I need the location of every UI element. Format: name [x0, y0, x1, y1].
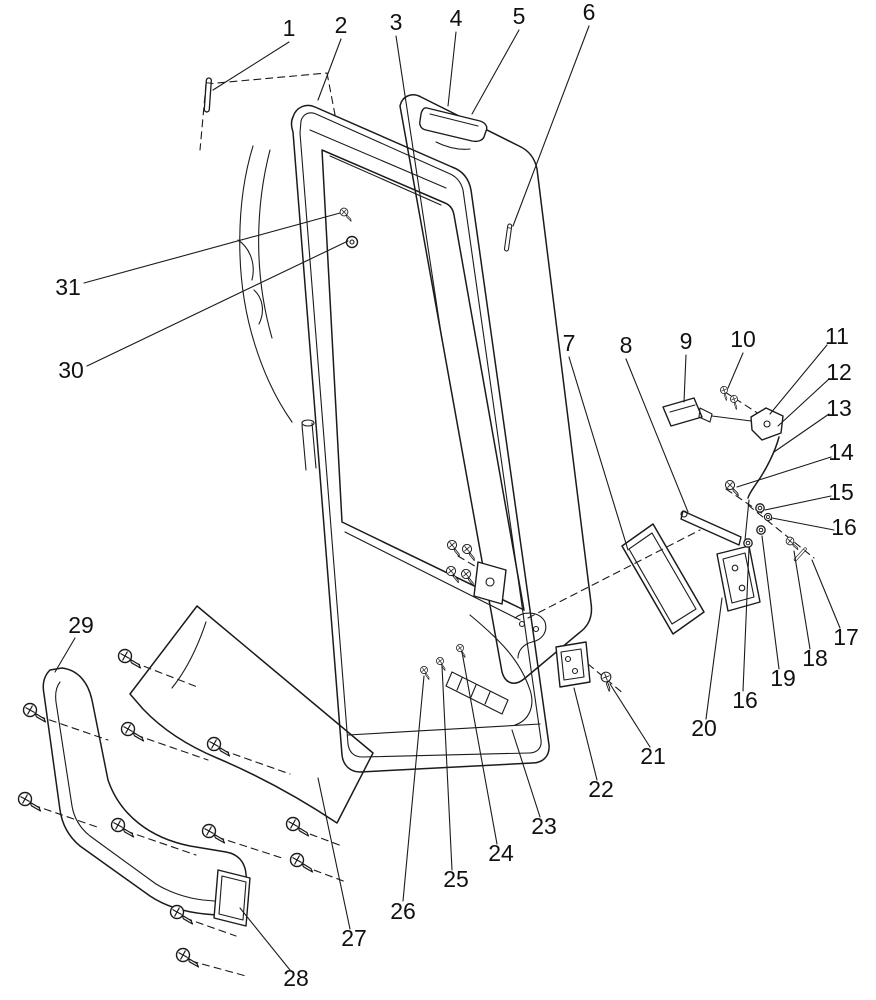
panel-screw-7 [201, 823, 226, 844]
panel-screw-6 [110, 817, 135, 838]
nut-15 [755, 503, 765, 513]
pin-6 [503, 223, 513, 252]
window-glass [399, 94, 593, 684]
screw-14 [722, 478, 743, 497]
callout-22: 22 [588, 776, 614, 802]
grommet-30 [345, 235, 359, 249]
panel-screw-5 [17, 791, 42, 812]
panel-screw-4 [206, 736, 231, 757]
callout-19: 19 [770, 665, 796, 691]
callout-1: 1 [283, 15, 296, 41]
screw-bracket-b [459, 542, 480, 562]
callout-28: 28 [283, 965, 309, 991]
nut-19 [756, 525, 766, 535]
callout-13: 13 [826, 395, 852, 421]
callout-12: 12 [826, 359, 852, 385]
screw-26 [417, 664, 434, 680]
screw-24 [453, 642, 470, 658]
callout-30: 30 [58, 357, 84, 383]
callout-5: 5 [513, 3, 526, 29]
screw-18 [784, 536, 801, 551]
callout-24: 24 [488, 840, 514, 866]
end-cap [213, 869, 251, 927]
lower-trim-assembly [42, 605, 374, 927]
panel-screw-9 [289, 852, 314, 873]
callout-20: 20 [691, 715, 717, 741]
handle-mechanism [555, 397, 784, 688]
screw-bracket-a [444, 538, 465, 558]
callout-14: 14 [828, 439, 854, 465]
callout-17: 17 [833, 624, 859, 650]
callout-15: 15 [828, 479, 854, 505]
panel-screw-2 [22, 702, 47, 723]
callout-labels: 1 2 3 4 5 6 31 30 7 8 9 10 11 12 13 14 1… [55, 0, 859, 991]
callout-8: 8 [620, 332, 633, 358]
door-frame [290, 104, 550, 773]
panel-screw-10 [169, 904, 194, 925]
callout-27: 27 [341, 925, 367, 951]
panel-screw-11 [175, 947, 200, 968]
construction-lines [32, 72, 815, 977]
callout-3: 3 [390, 9, 403, 35]
callout-21: 21 [640, 743, 666, 769]
nut-16b [743, 538, 753, 548]
panel-screw-3 [120, 721, 145, 742]
callout-16: 16 [831, 514, 857, 540]
callout-6: 6 [583, 0, 596, 25]
screw-bracket-c [443, 564, 464, 584]
screw-31 [337, 206, 355, 222]
callout-16b: 16 [732, 687, 758, 713]
callout-9: 9 [680, 328, 693, 354]
callout-10: 10 [730, 326, 756, 352]
nut-16 [763, 512, 773, 522]
callout-26: 26 [390, 898, 416, 924]
cab-outline-sketch [237, 145, 317, 471]
panel-screw-1 [117, 648, 142, 669]
panel-screw-8 [285, 816, 310, 837]
callout-4: 4 [450, 5, 463, 31]
callout-29: 29 [68, 612, 94, 638]
callout-23: 23 [531, 813, 557, 839]
callout-31: 31 [55, 274, 81, 300]
inner-panel [129, 605, 374, 824]
pin-1 [203, 77, 213, 113]
callout-2: 2 [335, 12, 348, 38]
callout-7: 7 [563, 330, 576, 356]
leader-lines [54, 25, 841, 971]
callout-18: 18 [802, 645, 828, 671]
callout-11: 11 [825, 323, 849, 349]
callout-25: 25 [443, 866, 469, 892]
